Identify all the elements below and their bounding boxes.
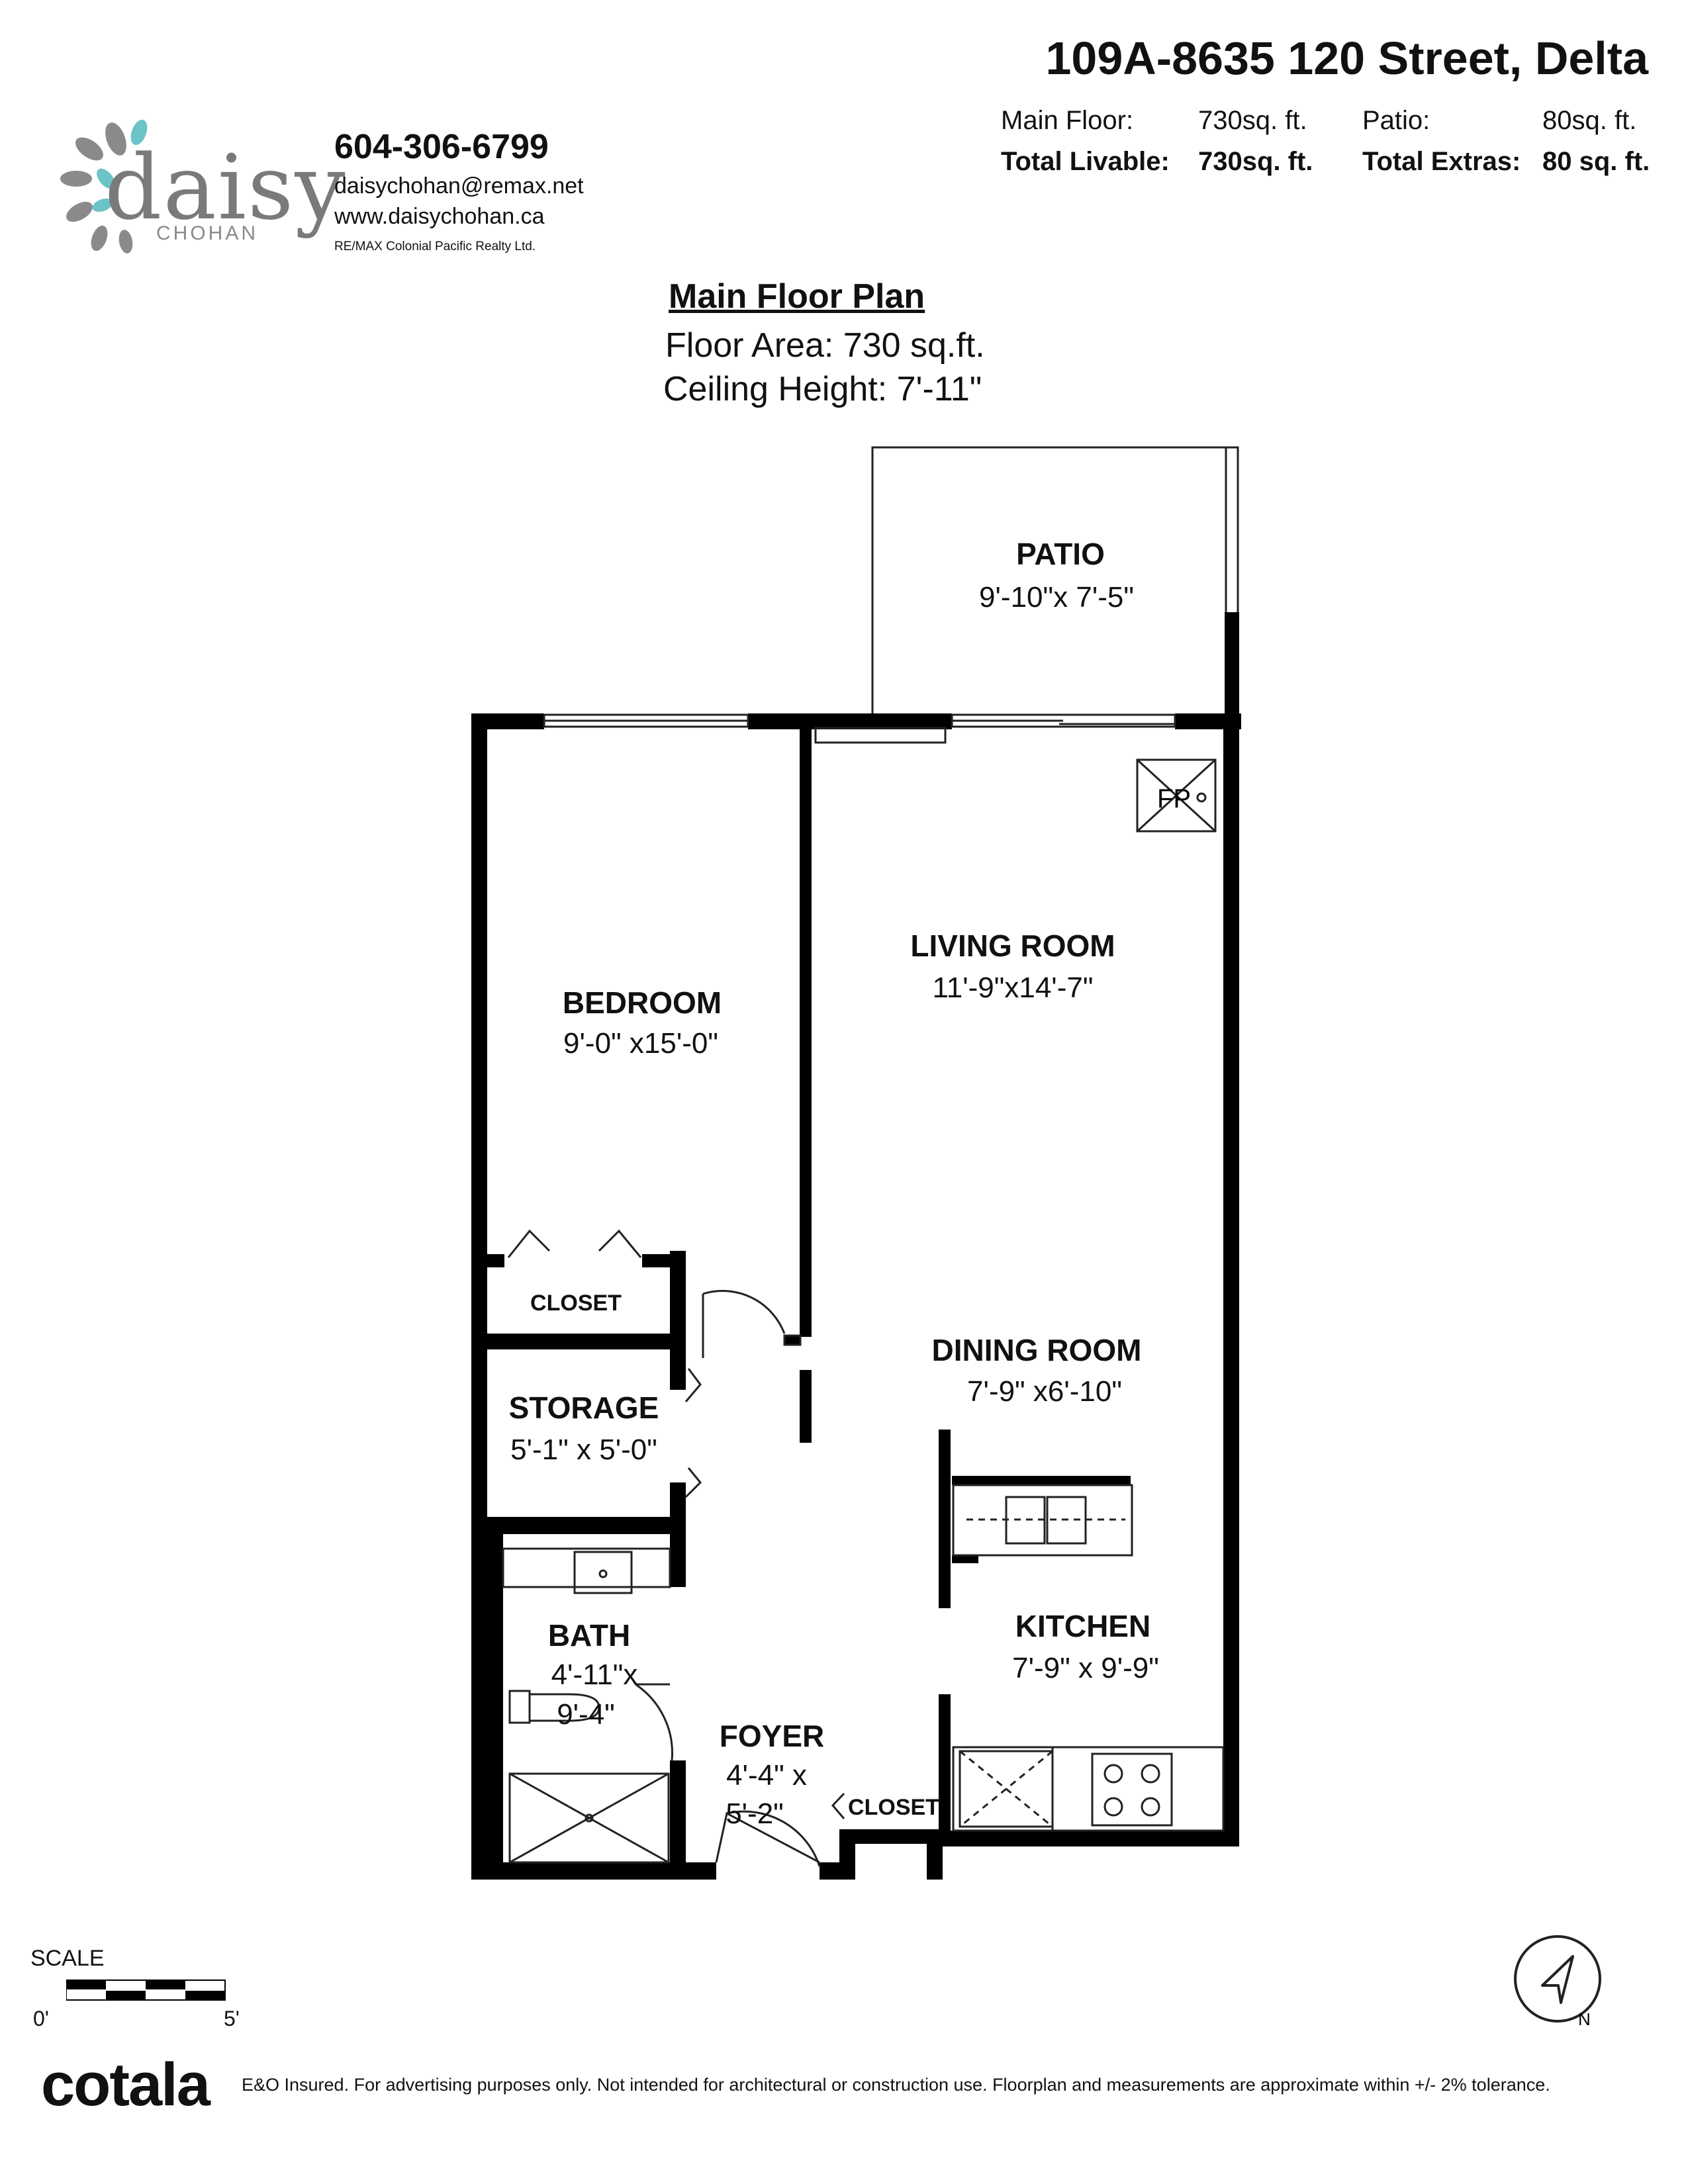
- interior-walls: [487, 728, 1131, 1880]
- agent-website[interactable]: www.daisychohan.ca: [334, 204, 545, 229]
- disclaimer: E&O Insured. For advertising purposes on…: [242, 2075, 1550, 2095]
- scale-label: SCALE: [30, 1946, 105, 1971]
- scale-start: 0': [33, 2007, 49, 2030]
- exterior-walls: [471, 713, 1241, 1880]
- bedroom-closet-name: CLOSET: [530, 1291, 622, 1316]
- windows: [543, 713, 1176, 744]
- agent-phone[interactable]: 604-306-6799: [334, 128, 549, 166]
- brokerage-name: RE/MAX Colonial Pacific Realty Ltd.: [334, 240, 536, 253]
- compass-north-letter: N: [1578, 2009, 1591, 2029]
- cotala-logo: cotala: [41, 2051, 211, 2118]
- foyer-name: FOYER: [719, 1719, 825, 1753]
- dining-room-dims: 7'-9" x6'-10": [967, 1375, 1122, 1408]
- kitchen-dims: 7'-9" x 9'-9": [1012, 1652, 1159, 1684]
- patio-name: PATIO: [1016, 537, 1105, 571]
- living-room-name: LIVING ROOM: [910, 929, 1115, 963]
- plan-floor-area: Floor Area: 730 sq.ft.: [665, 326, 985, 365]
- logo-subtitle: CHOHAN: [156, 222, 259, 244]
- patio-side-wall: [1225, 612, 1239, 725]
- living-room-dims: 11'-9"x14'-7": [932, 972, 1094, 1004]
- foyer-dims-length: 5'-2": [726, 1797, 784, 1830]
- main-floor-value: 730sq. ft.: [1198, 106, 1307, 135]
- closet-doors: [507, 1229, 702, 1498]
- patio-value: 80sq. ft.: [1542, 106, 1637, 135]
- bath-name: BATH: [547, 1618, 631, 1653]
- foyer-closet-door: [831, 1792, 845, 1819]
- total-extras-value: 80 sq. ft.: [1542, 147, 1650, 176]
- fireplace-icon: [1136, 758, 1217, 833]
- plan-ceiling-height: Ceiling Height: 7'-11": [663, 370, 982, 408]
- bath-door: [635, 1683, 673, 1761]
- plan-title: Main Floor Plan: [669, 277, 925, 316]
- foyer-dims-width: 4'-4" x: [726, 1759, 807, 1792]
- logo-wordmark: daisy: [105, 136, 347, 240]
- agent-email[interactable]: daisychohan@remax.net: [334, 173, 584, 199]
- total-livable-value: 730sq. ft.: [1198, 147, 1313, 176]
- bath-dims-width: 4'-11"x: [551, 1659, 638, 1691]
- patio-dims: 9'-10"x 7'-5": [979, 581, 1134, 614]
- storage-name: STORAGE: [508, 1390, 659, 1425]
- storage-dims: 5'-1" x 5'-0": [510, 1433, 657, 1466]
- fireplace-label: FP: [1157, 784, 1191, 813]
- kitchen-name: KITCHEN: [1015, 1609, 1151, 1643]
- total-livable-label: Total Livable:: [1001, 147, 1170, 176]
- bedroom-dims: 9'-0" x15'-0": [563, 1027, 718, 1060]
- patio-label: Patio:: [1362, 106, 1430, 135]
- total-extras-label: Total Extras:: [1362, 147, 1521, 176]
- dining-room-name: DINING ROOM: [931, 1333, 1142, 1367]
- scale-end: 5': [224, 2007, 240, 2030]
- bath-fixtures: [502, 1547, 671, 1864]
- north-compass-icon: N: [1514, 1935, 1601, 2029]
- property-address: 109A-8635 120 Street, Delta: [1045, 32, 1648, 84]
- kitchen-fixtures: [952, 1484, 1225, 1832]
- main-floor-label: Main Floor:: [1001, 106, 1134, 135]
- bedroom-name: BEDROOM: [562, 985, 722, 1020]
- patio-outline: [871, 446, 1239, 713]
- bedroom-door: [702, 1290, 802, 1358]
- bath-dims-length: 9'-4": [557, 1698, 615, 1731]
- scale-bar-icon: [66, 1979, 226, 2001]
- entry-door: [715, 1810, 821, 1867]
- foyer-closet-name: CLOSET: [848, 1795, 939, 1820]
- daisy-flower-logo-icon: [60, 119, 148, 253]
